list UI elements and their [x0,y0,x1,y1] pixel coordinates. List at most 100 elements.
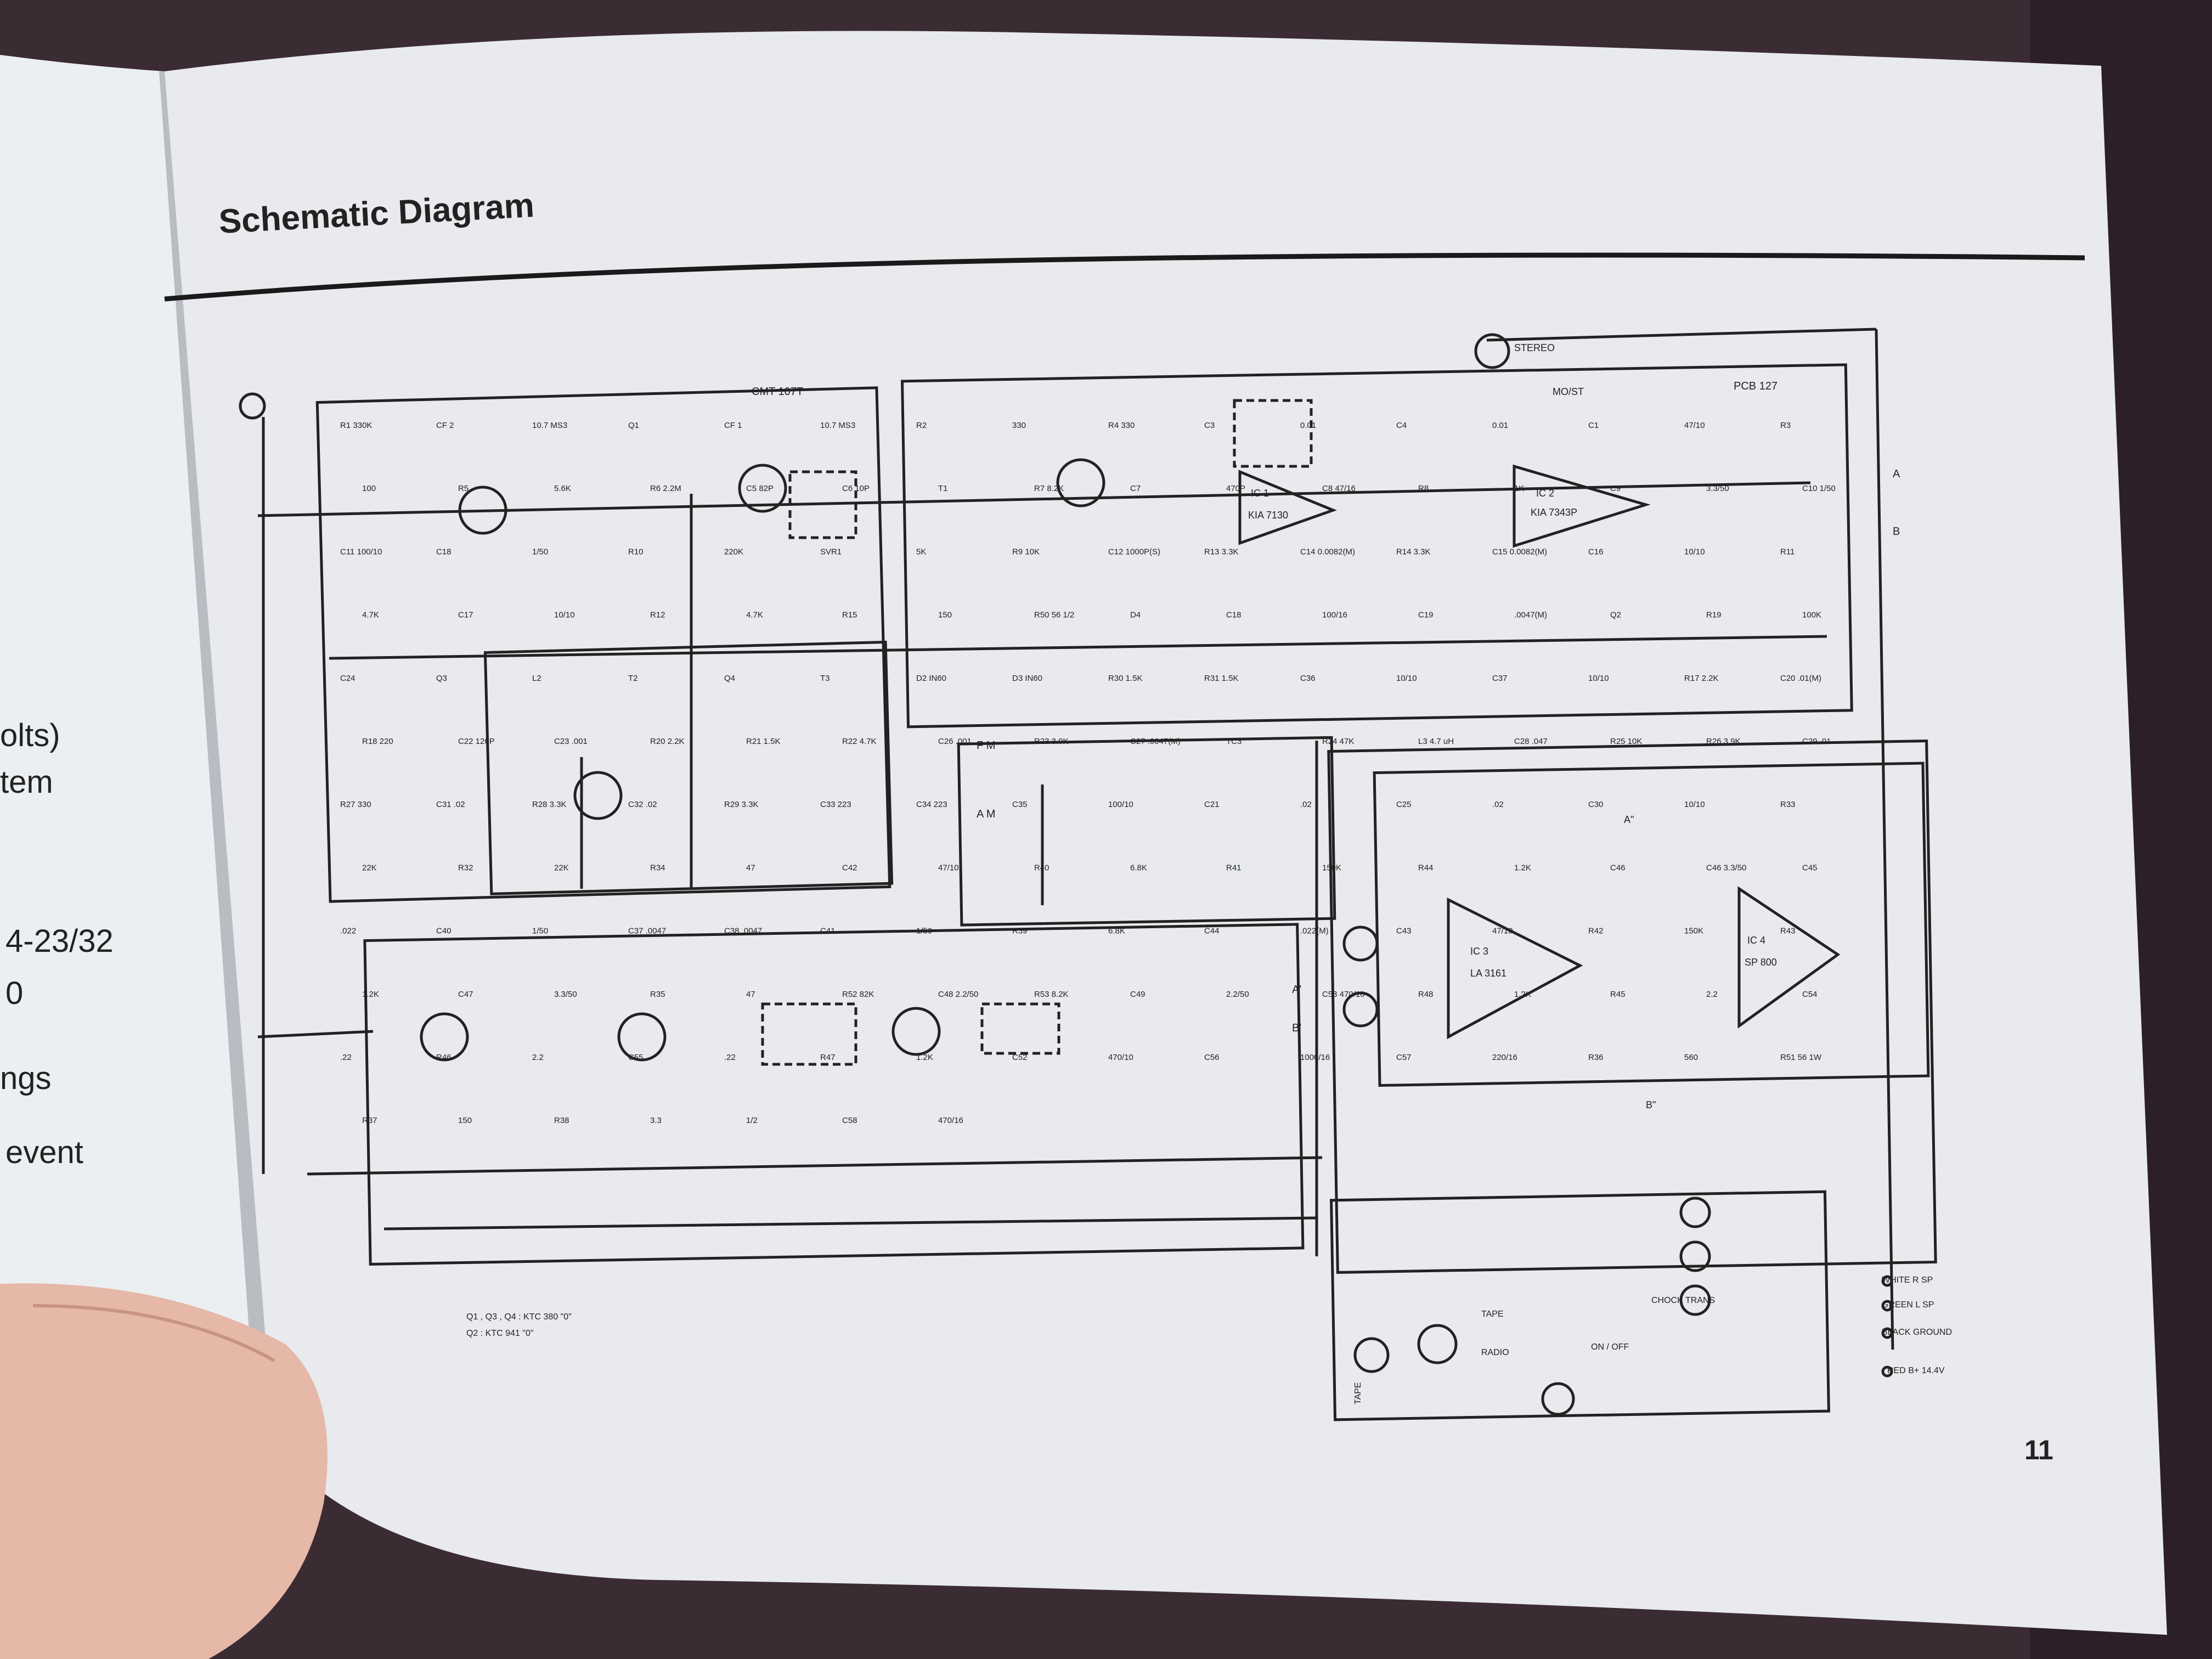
component-label: R12 [650,611,665,620]
component-label: 10/10 [1684,547,1705,556]
component-label: Q3 [436,674,447,683]
connection-red: RED B+ 14.4V [1887,1366,1945,1375]
component-label: 1/50 [532,927,548,936]
svg-text:ngs: ngs [0,1060,52,1096]
component-label: 560 [1684,1053,1698,1062]
component-label: T1 [938,484,948,493]
component-label: 0.01 [1300,421,1316,430]
component-label: C27 .0047(M) [1130,737,1181,746]
ic4-part: SP 800 [1745,957,1777,968]
band-fm-label: F M [977,740,995,752]
component-label: 3.3/50 [554,990,577,999]
switch-tape: TAPE [1481,1310,1504,1319]
component-label: R43 [1780,927,1796,936]
output-a-prime-label: A' [1292,984,1301,996]
component-label: T2 [628,674,638,683]
component-label: R20 2.2K [650,737,685,746]
component-label: R36 [1588,1053,1604,1062]
component-label: C31 .02 [436,800,465,809]
ic1-part: KIA 7130 [1248,510,1288,521]
component-label: R30 1.5K [1108,674,1143,683]
component-label: R24 47K [1322,737,1354,746]
component-label: 0.01 [1492,421,1508,430]
component-label: R8 [1418,484,1429,493]
component-label: 5.6K [554,484,571,493]
component-label: C11 100/10 [340,547,382,556]
component-label: 1000/16 [1300,1053,1330,1062]
component-label: C21 [1204,800,1220,809]
component-label: CF 2 [436,421,454,430]
component-label: C30 [1588,800,1604,809]
component-label: R25 10K [1610,737,1642,746]
chock-trans-label: CHOCK TRANS [1651,1296,1715,1305]
component-label: C41 [820,927,836,936]
component-label: R40 [1034,863,1049,872]
component-label: C40 [436,927,452,936]
block-label-pcb: PCB 127 [1734,380,1778,392]
component-label: R1 330K [340,421,372,430]
component-label: R15 [842,611,857,620]
component-label: 470P [1226,484,1245,493]
ic2-part: KIA 7343P [1531,507,1577,518]
component-label: R48 [1418,990,1434,999]
switch-radio: RADIO [1481,1348,1509,1357]
component-label: R6 2.2M [650,484,681,493]
output-a-dprime-label: A" [1624,814,1634,825]
component-label: 100K [1802,611,1821,620]
component-label: .022(M) [1300,927,1329,936]
svg-text:4-23/32: 4-23/32 [5,923,114,959]
ic4-label: IC 4 [1747,935,1765,946]
component-label: C26 .001 [938,737,972,746]
component-label: 470/10 [1108,1053,1133,1062]
component-label: C48 2.2/50 [938,990,978,999]
component-label: C12 1000P(S) [1108,547,1160,556]
component-label: D4 [1130,611,1141,620]
output-a-label: A [1893,468,1900,480]
component-label: 100/16 [1322,611,1347,620]
component-label: 1.2K [1514,990,1531,999]
component-label: 10/10 [1396,674,1417,683]
component-label: .02 [1300,800,1312,809]
component-label: 1/50 [916,927,932,936]
component-label: R22 4.7K [842,737,877,746]
component-label: .22 [340,1053,352,1062]
component-label: C28 .047 [1514,737,1548,746]
component-label: D2 IN60 [916,674,946,683]
component-label: 10/10 [1588,674,1609,683]
component-label: C42 [842,863,857,872]
component-label: 100/10 [1108,800,1133,809]
component-label: 2.2 [1706,990,1718,999]
component-label: 150 [458,1116,472,1125]
component-label: R3 [1780,421,1791,430]
component-label: Q2 [1610,611,1621,620]
ic3-label: IC 3 [1470,946,1488,957]
component-label: 1/50 [532,547,548,556]
component-label: C37 .0047 [628,927,666,936]
component-label: 5K [916,547,926,556]
component-label: R31 1.5K [1204,674,1239,683]
component-label: 150K [1322,863,1341,872]
header-rule [164,252,2085,302]
component-label: 10/10 [1684,800,1705,809]
transistor-note-2: Q2 : KTC 941 "0" [466,1329,534,1338]
component-label: 10/10 [554,611,575,620]
output-b-label: B [1893,526,1900,538]
component-label: Q4 [724,674,735,683]
component-label: C55 [628,1053,644,1062]
component-label: C19 [1418,611,1434,620]
component-label: 10.7 MS3 [820,421,855,430]
component-label: R28 3.3K [532,800,567,809]
component-label: D3 IN60 [1012,674,1042,683]
component-label: R26 3.9K [1706,737,1741,746]
component-label: C35 [1012,800,1028,809]
component-label: C22 120P [458,737,495,746]
component-label: TC3 [1226,737,1242,746]
transistor-note-1: Q1 , Q3 , Q4 : KTC 380 "0" [466,1312,572,1322]
component-label: R19 [1706,611,1722,620]
component-label: 47/10 [1684,421,1705,430]
component-label: R21 1.5K [746,737,781,746]
component-label: L3 4.7 uH [1418,737,1454,746]
component-label: R32 [458,863,473,872]
component-label: R53 8.2K [1034,990,1069,999]
